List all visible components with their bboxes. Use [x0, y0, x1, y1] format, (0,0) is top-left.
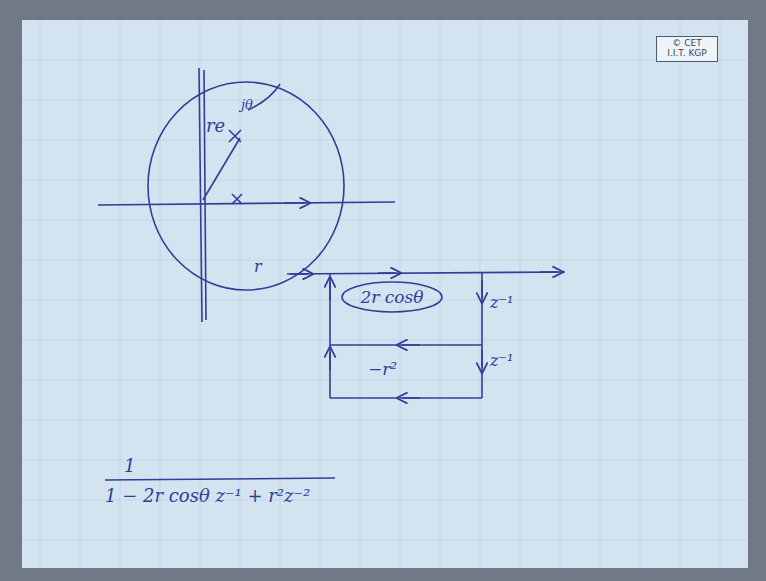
handwritten-label: jθ: [241, 98, 253, 112]
handwritten-label: re: [206, 116, 225, 136]
paper-sheet: [22, 20, 748, 568]
watermark-box: © CET I.I.T. KGP: [656, 36, 718, 62]
handwritten-label: z⁻¹: [490, 352, 513, 370]
pole-plot: [98, 68, 395, 322]
flow-graph: [105, 272, 565, 480]
handwritten-label: −r²: [368, 360, 397, 379]
handwritten-label: z⁻¹: [490, 294, 513, 312]
grid: [22, 20, 748, 568]
handwritten-label: 1: [124, 456, 135, 476]
handwritten-label: r: [254, 258, 262, 276]
watermark-text: © CET I.I.T. KGP: [662, 39, 712, 59]
handwritten-label: 1 − 2r cosθ z⁻¹ + r²z⁻²: [105, 486, 310, 506]
handwritten-label: 2r cosθ: [360, 288, 423, 307]
